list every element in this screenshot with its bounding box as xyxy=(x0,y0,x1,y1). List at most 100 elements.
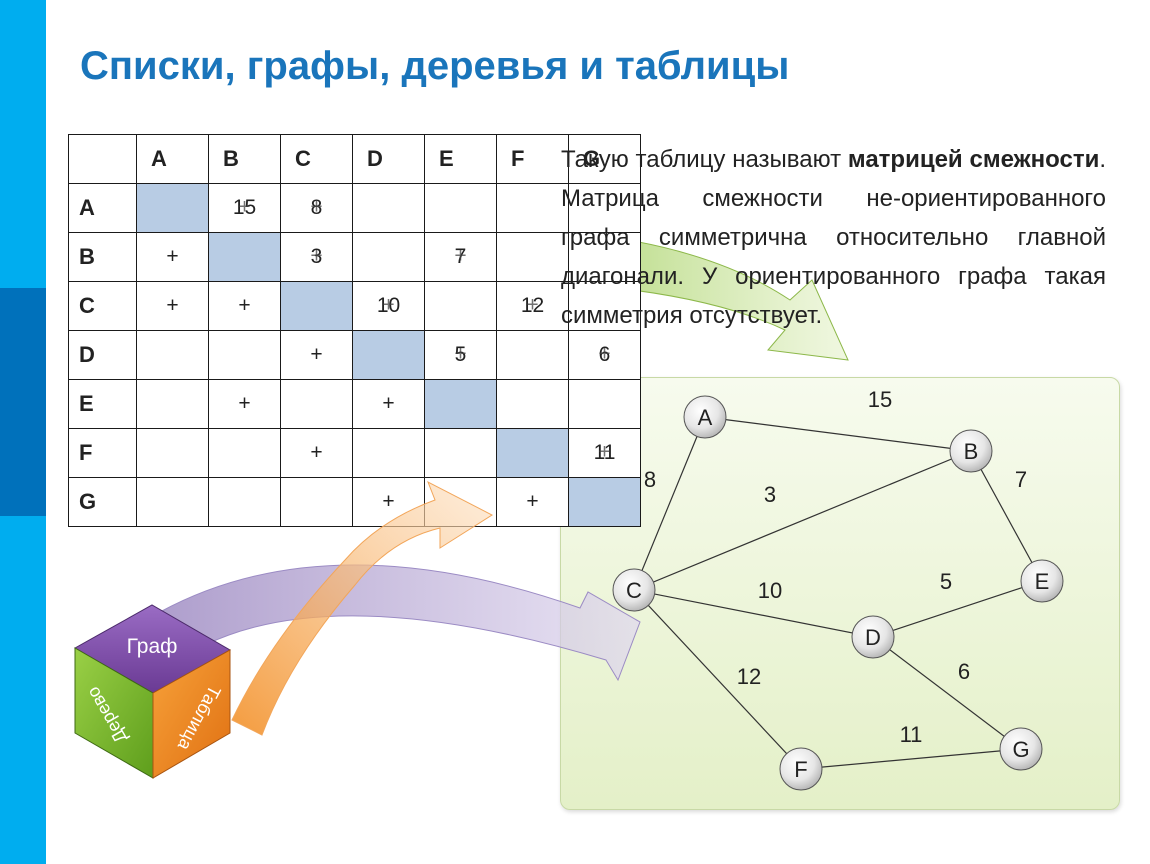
matrix-cell: + xyxy=(352,477,425,527)
plus-mark: + xyxy=(598,440,611,464)
plus-mark: + xyxy=(166,245,179,268)
matrix-cell: 11+ xyxy=(568,428,641,478)
matrix-cell: 10+ xyxy=(352,281,425,331)
plus-mark: + xyxy=(310,244,323,268)
plus-mark: + xyxy=(166,294,179,317)
plus-mark: + xyxy=(382,293,395,317)
edge-F-G xyxy=(800,748,1022,770)
plus-mark: + xyxy=(454,244,467,268)
diagonal-cell xyxy=(496,428,569,478)
matrix-cell: + xyxy=(280,428,353,478)
matrix-cell xyxy=(136,477,209,527)
plus-mark: + xyxy=(382,392,395,415)
node-label: A xyxy=(698,405,713,430)
weight-value: 11 xyxy=(593,441,616,464)
paragraph-text-1: Такую таблицу называют xyxy=(561,146,848,173)
diagonal-cell xyxy=(352,330,425,380)
column-header: G xyxy=(568,134,641,184)
plus-mark: + xyxy=(238,392,251,415)
edge-B-E xyxy=(970,450,1043,582)
table-row: G++ xyxy=(68,477,641,527)
edge-weight-label: 6 xyxy=(958,659,970,684)
matrix-cell: 5+ xyxy=(424,330,497,380)
matrix-cell xyxy=(208,330,281,380)
node-label: F xyxy=(794,757,807,782)
page-title: Списки, графы, деревья и таблицы xyxy=(80,44,790,88)
matrix-cell xyxy=(352,428,425,478)
row-header: B xyxy=(68,232,137,282)
matrix-cell xyxy=(568,379,641,429)
table-row: F+11+ xyxy=(68,428,641,478)
matrix-cell xyxy=(496,330,569,380)
weight-value: 15 xyxy=(232,196,257,219)
node-B xyxy=(949,429,993,473)
plus-mark: + xyxy=(238,294,251,317)
plus-mark: + xyxy=(310,195,323,219)
cube-to-table-arrow xyxy=(231,480,494,736)
matrix-cell: 6+ xyxy=(568,330,641,380)
row-header: D xyxy=(68,330,137,380)
cube-top-label: Граф xyxy=(127,635,178,658)
column-header: E xyxy=(424,134,497,184)
edge-A-B xyxy=(704,416,972,452)
edge-C-D xyxy=(633,589,874,638)
cube-right-face xyxy=(152,649,231,779)
node-E xyxy=(1020,559,1064,603)
node-label: B xyxy=(964,439,979,464)
matrix-cell xyxy=(568,232,641,282)
graph-edges xyxy=(633,416,1043,770)
row-header: C xyxy=(68,281,137,331)
table-row: B+3+7+ xyxy=(68,232,641,282)
edge-weight-label: 5 xyxy=(940,569,952,594)
node-label: D xyxy=(865,625,881,650)
node-F xyxy=(779,747,823,791)
paragraph-term: матрицей смежности xyxy=(847,146,1100,173)
diagonal-cell xyxy=(568,477,641,527)
edge-weight-label: 3 xyxy=(764,482,776,507)
row-header: E xyxy=(68,379,137,429)
plus-mark: + xyxy=(382,490,395,513)
plus-mark: + xyxy=(310,343,323,366)
node-D xyxy=(851,615,895,659)
weight-value: 10 xyxy=(376,294,401,317)
matrix-cell xyxy=(496,379,569,429)
column-header: F xyxy=(496,134,569,184)
edge-weight-label: 12 xyxy=(737,664,761,689)
edge-weight-label: 10 xyxy=(758,578,782,603)
matrix-cell xyxy=(280,477,353,527)
left-accent-block xyxy=(0,288,46,516)
matrix-cell xyxy=(136,330,209,380)
plus-mark: + xyxy=(454,342,467,366)
column-header: C xyxy=(280,134,353,184)
plus-mark: + xyxy=(598,342,611,366)
matrix-cell: 7+ xyxy=(424,232,497,282)
matrix-cell xyxy=(136,379,209,429)
weight-value: 7 xyxy=(454,245,467,268)
description-paragraph: Такую таблицу называют матрицей смежност… xyxy=(561,140,1106,335)
weight-value: 8 xyxy=(310,196,323,219)
node-label: C xyxy=(626,578,642,603)
matrix-cell: + xyxy=(352,379,425,429)
table-row: E + + xyxy=(68,379,641,429)
node-label: G xyxy=(1012,737,1029,762)
weight-value: 12 xyxy=(520,294,545,317)
node-A xyxy=(683,395,727,439)
edge-weight-label: 7 xyxy=(1015,467,1027,492)
edge-weight-label: 11 xyxy=(900,722,923,747)
diagonal-cell xyxy=(424,379,497,429)
edge-weight-label: 15 xyxy=(868,387,892,412)
plus-mark: + xyxy=(526,490,539,513)
weight-value: 3 xyxy=(310,245,323,268)
weight-value: 5 xyxy=(454,343,467,366)
paragraph-text-2: . Матрица смежности не-ориентированного … xyxy=(561,146,1106,329)
plus-mark: + xyxy=(238,195,251,219)
edge-D-E xyxy=(872,580,1043,638)
matrix-cell: 12+ xyxy=(496,281,569,331)
edge-D-G xyxy=(872,636,1022,750)
